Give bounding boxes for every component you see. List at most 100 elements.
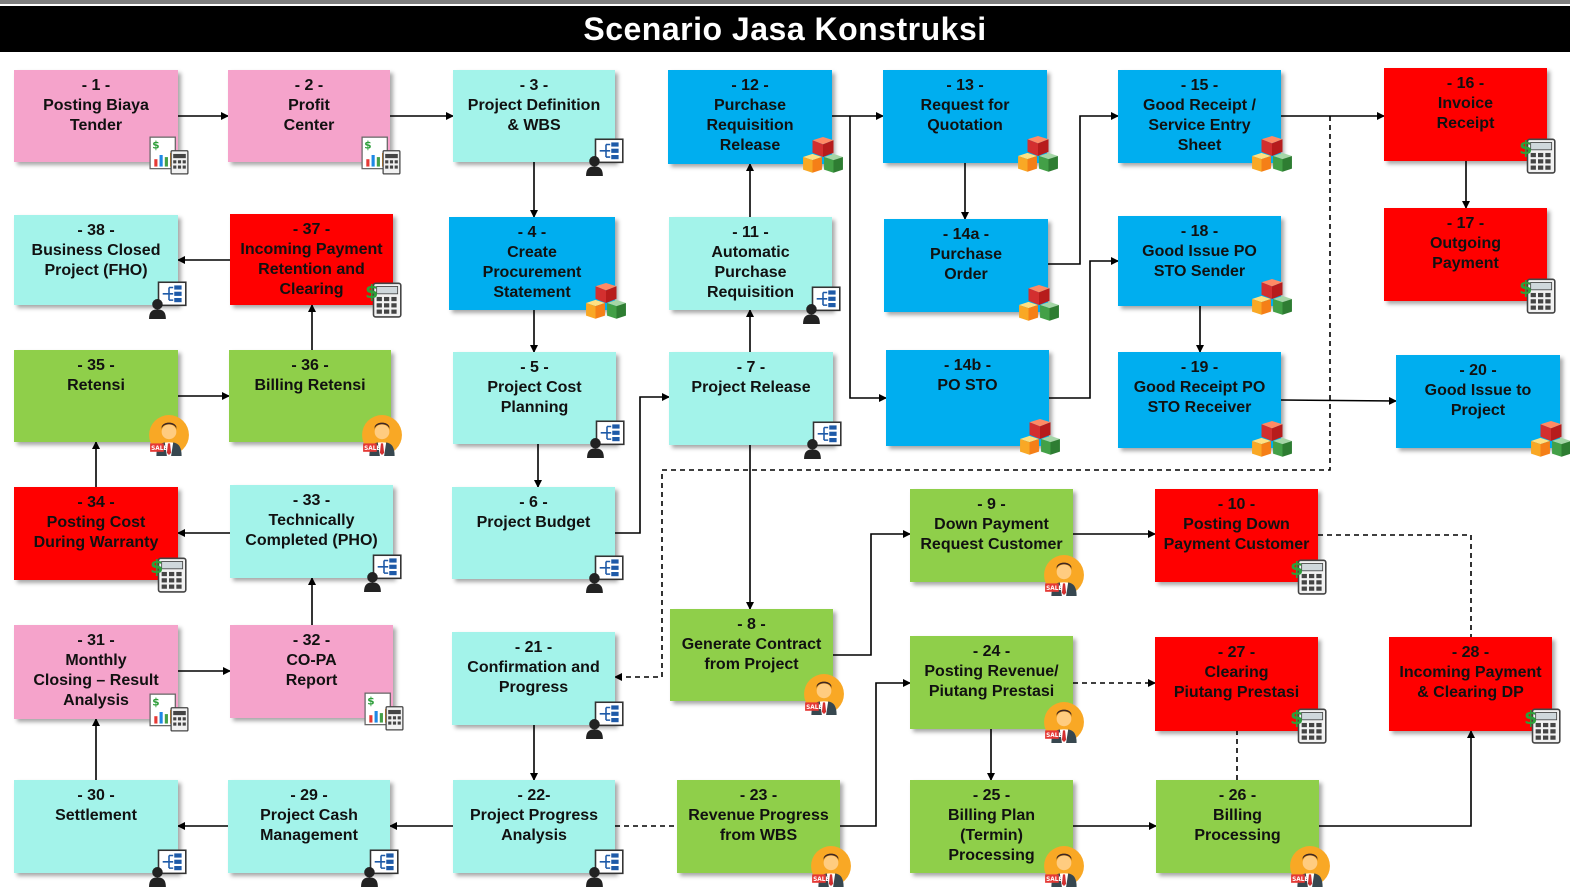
report-calculator-icon: $ bbox=[360, 134, 402, 176]
salesman-icon: SALE bbox=[1043, 845, 1085, 887]
step-label: Project Release bbox=[691, 379, 811, 396]
material-boxes-icon bbox=[802, 136, 844, 178]
project-structure-icon bbox=[360, 845, 402, 887]
process-box-28: - 28 - Incoming Payment & Clearing DP $ bbox=[1389, 637, 1561, 744]
step-number: - 14b - bbox=[943, 357, 992, 374]
step-label: Posting Down Payment Customer bbox=[1163, 516, 1310, 553]
step-label: Request for Quotation bbox=[920, 97, 1010, 134]
step-number: - 16 - bbox=[1446, 75, 1485, 92]
project-structure-icon bbox=[586, 416, 628, 458]
step-number: - 30 - bbox=[77, 787, 115, 804]
project-structure-icon bbox=[802, 282, 844, 324]
step-label: Incoming Payment & Clearing DP bbox=[1399, 664, 1542, 701]
step-number: - 14a - bbox=[942, 226, 990, 243]
material-boxes-icon bbox=[1018, 284, 1060, 326]
step-number: - 2 - bbox=[294, 77, 324, 94]
material-boxes-icon bbox=[585, 282, 627, 324]
project-structure-icon bbox=[585, 697, 627, 739]
step-number: - 37 - bbox=[292, 221, 331, 238]
dashed-10-to-28 bbox=[1318, 534, 1472, 638]
calculator-icon: $ bbox=[1517, 133, 1559, 175]
process-box-12: - 12 -Purchase Requisition Release bbox=[668, 70, 843, 173]
calculator-icon: $ bbox=[363, 277, 405, 319]
calculator-icon: $ bbox=[1288, 554, 1330, 596]
process-box-2: - 2 - Profit Center $ bbox=[228, 70, 401, 175]
calculator-icon: $ bbox=[1517, 273, 1559, 315]
material-boxes-icon bbox=[1019, 418, 1061, 460]
step-number: - 20 - bbox=[1459, 362, 1497, 379]
step-number: - 23 - bbox=[739, 787, 778, 804]
step-label: Posting Biaya Tender bbox=[43, 97, 149, 134]
step-label: Billing Processing bbox=[1194, 807, 1281, 844]
svg-text:SALE: SALE bbox=[1292, 877, 1308, 883]
project-structure-icon bbox=[148, 277, 190, 319]
process-box-38: - 38 -Business Closed Project (FHO) bbox=[14, 215, 187, 319]
process-box-29: - 29 -Project Cash Management bbox=[228, 780, 399, 887]
process-box-17: - 17 -Outgoing Payment$ bbox=[1384, 208, 1556, 314]
material-boxes-icon bbox=[1530, 420, 1570, 462]
material-boxes-icon bbox=[1251, 278, 1293, 320]
step-label: Monthly Closing – Result Analysis bbox=[33, 652, 159, 709]
process-box-11: - 11 -Automatic Purchase Requisition bbox=[669, 217, 841, 324]
report-calculator-icon: $ bbox=[363, 690, 405, 732]
step-number: - 31 - bbox=[77, 632, 115, 649]
svg-text:SALE: SALE bbox=[806, 705, 822, 711]
process-box-20: - 20 - Good Issue to Project bbox=[1396, 355, 1570, 457]
process-box-6: - 6 -Project Budget bbox=[452, 487, 624, 593]
process-box-14a: - 14a - Purchase Order bbox=[884, 219, 1059, 321]
process-box-22: - 22-Project Progress Analysis bbox=[453, 780, 624, 887]
step-number: - 13 - bbox=[946, 77, 984, 94]
step-label: CO-PA Report bbox=[285, 652, 338, 689]
process-box-7: - 7 -Project Release bbox=[669, 352, 842, 459]
step-label: Good Receipt PO STO Receiver bbox=[1133, 379, 1266, 416]
step-label: Create Procurement Statement bbox=[482, 244, 582, 301]
step-label: Posting Revenue/ Piutang Prestasi bbox=[924, 663, 1059, 700]
arrow-14b-to-18 bbox=[1049, 257, 1119, 399]
step-label: Business Closed Project (FHO) bbox=[31, 242, 161, 279]
process-box-18: - 18 -Good Issue PO STO Sender bbox=[1118, 216, 1292, 315]
salesman-icon: SALE bbox=[148, 414, 190, 456]
process-box-31: - 31 - Monthly Closing – Result Analysis$ bbox=[14, 625, 189, 732]
svg-text:$: $ bbox=[1290, 707, 1303, 729]
calculator-icon: $ bbox=[148, 552, 190, 594]
salesman-icon: SALE bbox=[1289, 845, 1331, 887]
process-box-13: - 13 - Request for Quotation bbox=[883, 70, 1058, 172]
process-box-32: - 32 - CO-PA Report $ bbox=[230, 625, 404, 731]
step-number: - 4 - bbox=[517, 224, 547, 241]
step-number: - 5 - bbox=[520, 359, 549, 376]
svg-text:$: $ bbox=[1519, 137, 1532, 159]
process-box-34: - 34 -Posting Cost During Warranty$ bbox=[14, 487, 187, 593]
step-number: - 34 - bbox=[77, 494, 115, 511]
step-number: - 24 - bbox=[972, 643, 1011, 660]
process-box-27: - 27 -Clearing Piutang Prestasi$ bbox=[1155, 637, 1327, 744]
salesman-icon: SALE bbox=[810, 845, 852, 887]
step-number: - 28 - bbox=[1451, 644, 1490, 661]
step-label: Invoice Receipt bbox=[1436, 95, 1495, 132]
step-number: - 32 - bbox=[292, 632, 331, 649]
svg-text:SALE: SALE bbox=[1046, 733, 1062, 739]
salesman-icon: SALE bbox=[361, 414, 403, 456]
report-calculator-icon: $ bbox=[148, 691, 190, 733]
process-box-14b: - 14b -PO STO bbox=[886, 350, 1060, 455]
step-label: Good Issue to Project bbox=[1424, 382, 1532, 419]
step-number: - 18 - bbox=[1180, 223, 1219, 240]
project-structure-icon bbox=[803, 417, 845, 459]
step-label: Profit Center bbox=[283, 97, 335, 134]
process-box-1: - 1 -Posting Biaya Tender$ bbox=[14, 70, 189, 175]
svg-text:SALE: SALE bbox=[813, 877, 829, 883]
step-label: Project Cash Management bbox=[260, 807, 358, 844]
material-boxes-icon bbox=[1017, 135, 1059, 177]
project-structure-icon bbox=[585, 845, 627, 887]
step-number: - 25 - bbox=[972, 787, 1011, 804]
step-label: Project Definition & WBS bbox=[467, 97, 601, 134]
step-label: Purchase Order bbox=[929, 246, 1003, 283]
step-label: Down Payment Request Customer bbox=[920, 516, 1063, 553]
svg-text:$: $ bbox=[1524, 707, 1537, 729]
